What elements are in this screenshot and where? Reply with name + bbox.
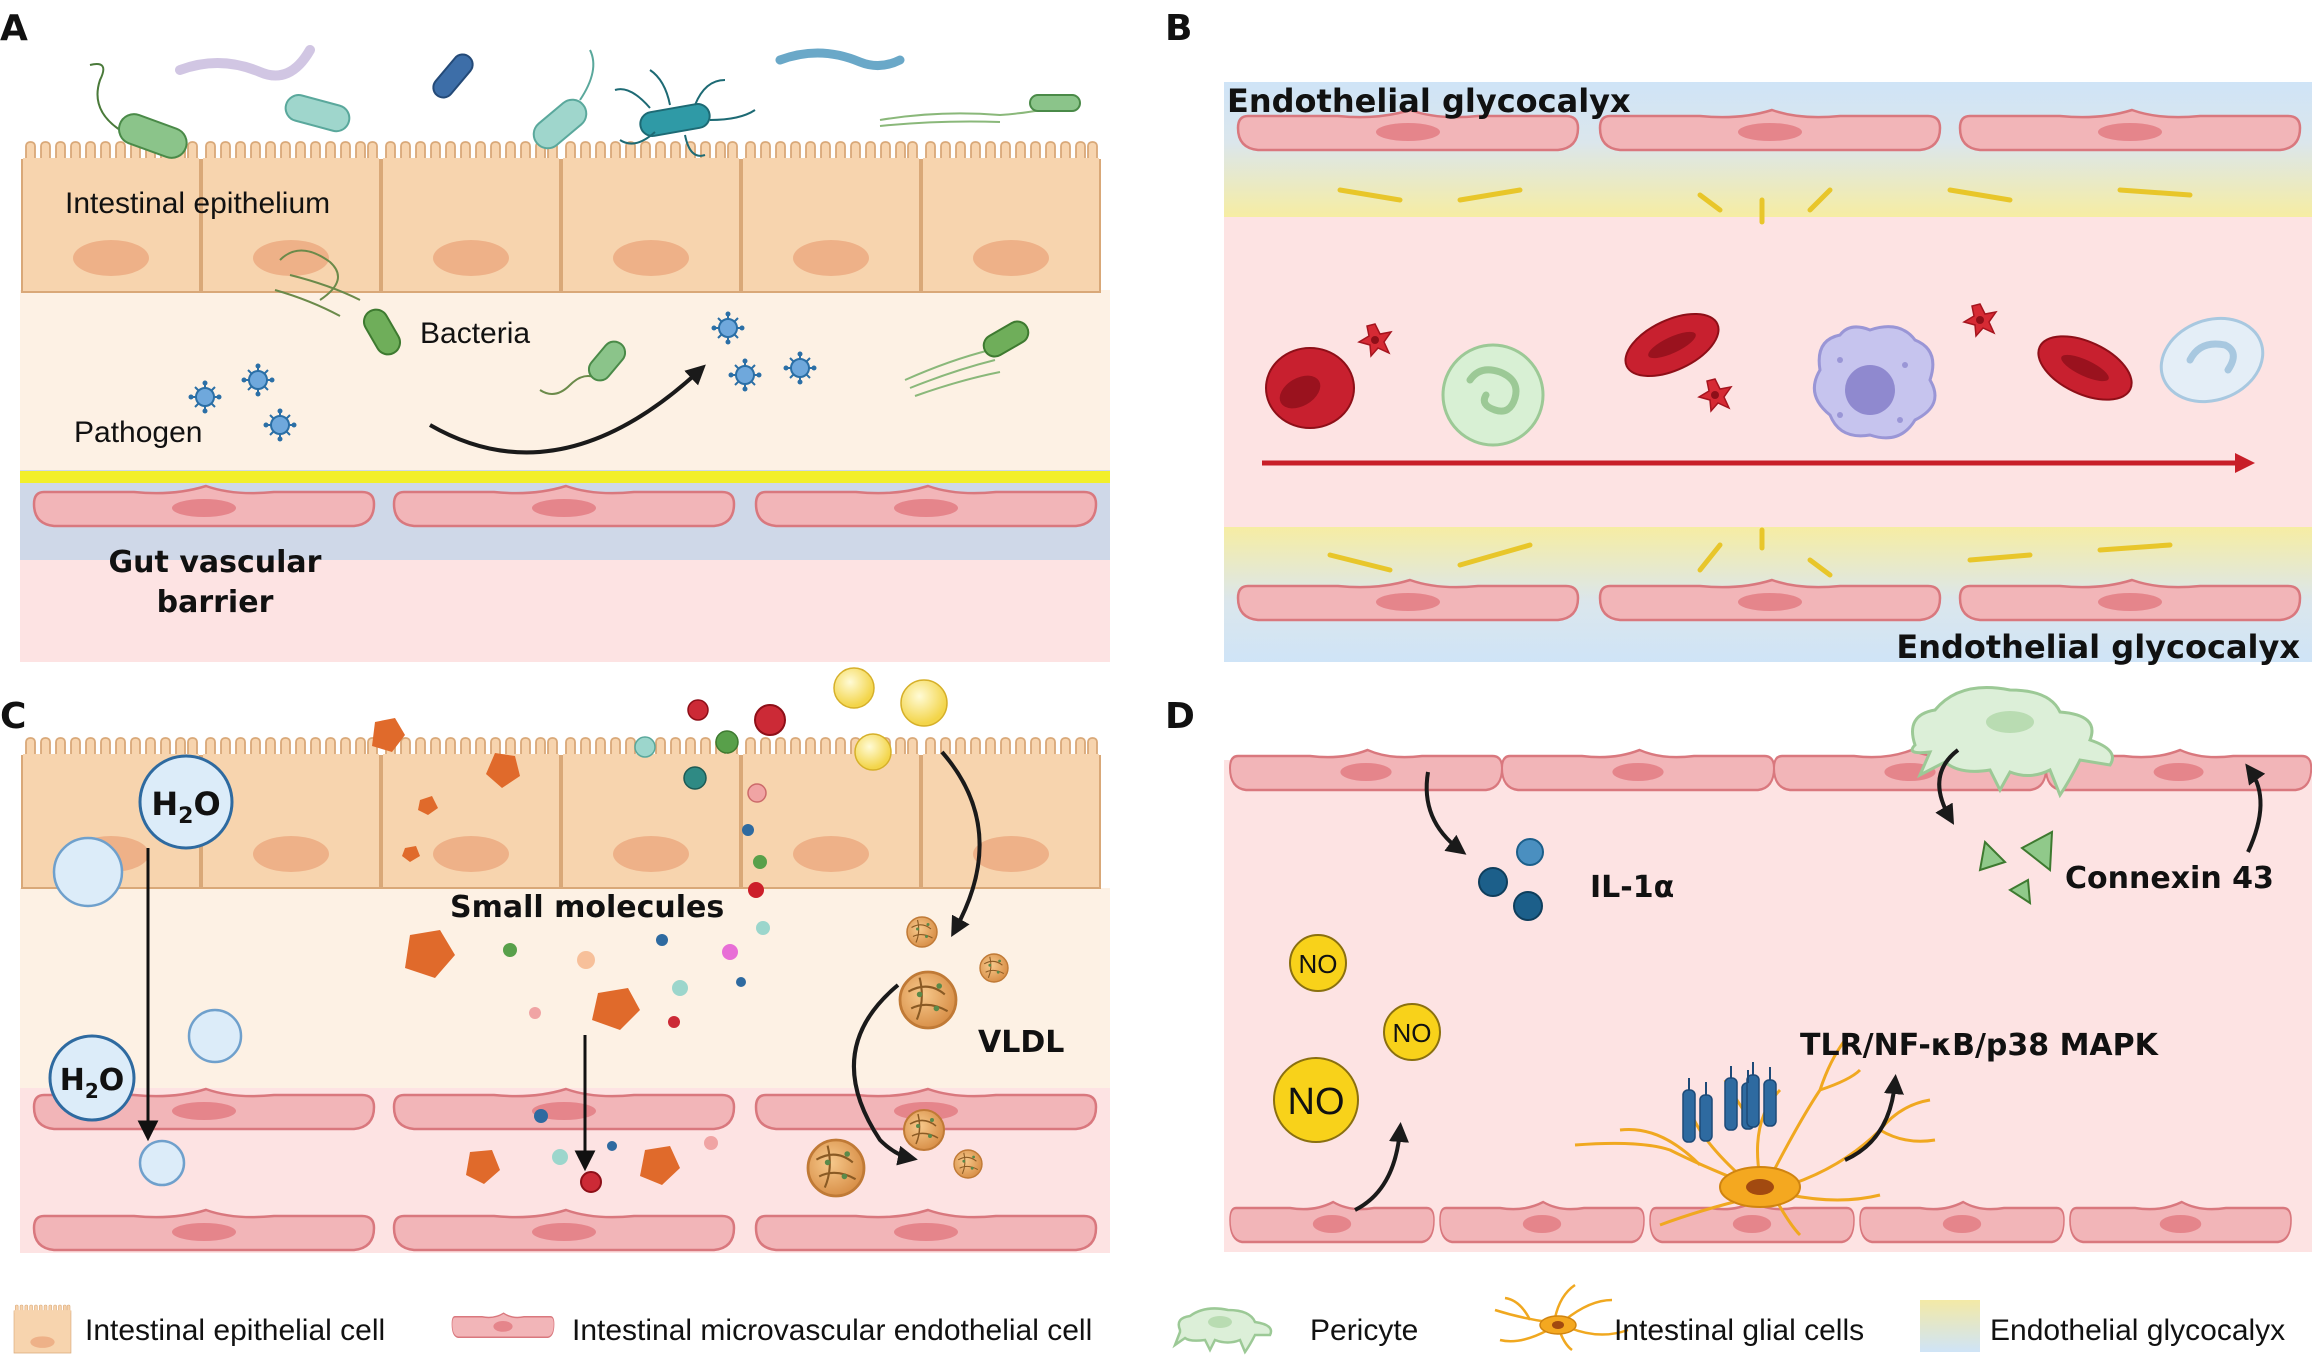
pericyte-arrow-down [1935,748,1960,825]
legend-item-epithelial: Intestinal epithelial cell [13,1304,385,1354]
neutrophil [1441,343,1545,447]
barrier-line [20,471,1110,483]
endothelial-layer-d-bottom [1228,1200,2293,1244]
legend-label-pericyte: Pericyte [1310,1314,1418,1347]
lipid-arrow [940,750,982,938]
water-molecules [52,836,243,1187]
h2o-bottom-sub: 2 [85,1079,99,1103]
pericyte-arrow-up [2245,763,2266,853]
tlr-label: TLR/NF-κB/p38 MAPK [1800,1028,2160,1063]
glial-cell-icon [1494,1283,1629,1352]
glycocalyx-strands [1327,187,2193,578]
small-molecules-label: Small molecules [450,890,724,925]
panel-d-letter: D [1165,696,1195,737]
flagellated-bacterium [614,69,756,157]
red-blood-cell [1265,347,1355,429]
h2o-top-h: H [151,785,178,823]
legend-item-endothelial: Intestinal microvascular endothelial cel… [451,1312,1092,1347]
legend: Intestinal epithelial cell Intestinal mi… [13,1283,2285,1355]
endothelial-layer-a [32,484,1098,528]
h2o-bottom-o: O [99,1063,125,1098]
pathogen-label: Pathogen [74,416,202,449]
barrier-label-line1: Gut vascular [109,545,322,580]
legend-label-epithelial: Intestinal epithelial cell [85,1314,385,1347]
no-label-3: NO [1288,1081,1345,1123]
no-label-1: NO [1299,949,1338,979]
bacteria-label: Bacteria [420,317,530,350]
endothelial-layer-c-bottom [32,1208,1098,1252]
connexin-triangles [1978,830,2054,905]
svg-text:H2O: H2O [151,785,220,829]
tlr-arrow [1844,1074,1904,1162]
lymphocyte [2159,316,2265,404]
panel-a: A [0,8,1110,662]
endothelial-layer-b-bottom [1236,578,2302,622]
legend-label-endothelial: Intestinal microvascular endothelial cel… [572,1314,1092,1347]
h2o-top-sub: 2 [178,804,193,829]
small-molecule-pentagons [372,718,680,1185]
pericyte [1910,686,2114,799]
no-molecule-small-1: NO [1289,934,1347,992]
il1a-arrow [1424,771,1467,855]
svg-text:H2O: H2O [60,1063,125,1103]
h2o-bottom: H2O [48,1034,136,1122]
legend-label-glial: Intestinal glial cells [1614,1314,1864,1347]
panel-a-letter: A [0,8,28,49]
epithelium-label: Intestinal epithelium [65,187,330,220]
glycocalyx-bottom-label: Endothelial glycocalyx [1896,628,2300,666]
pericyte-icon [1172,1307,1273,1355]
invasion-arrow [429,364,706,455]
il1a-label: IL-1α [1590,870,1674,905]
small-molecule-dots [503,699,786,1193]
invading-bacteria [274,249,1030,397]
h2o-top-o: O [193,785,220,823]
vessel-lumen-region [20,560,1110,662]
legend-label-glycocalyx: Endothelial glycocalyx [1990,1314,2285,1347]
lipid-droplets [833,667,948,771]
vldl-label: VLDL [978,1025,1064,1060]
panel-b-letter: B [1165,8,1192,49]
red-blood-cell [1624,313,1720,377]
monocyte [1812,325,1937,440]
tlr-receptors [1682,1062,1777,1143]
vldl-arrow [851,983,918,1166]
no-molecule-large: NO [1273,1057,1359,1143]
red-blood-cell [2037,335,2133,401]
connexin-label: Connexin 43 [2065,861,2274,896]
panel-d: D [1165,686,2312,1252]
il1a-molecules [1478,838,1544,921]
bacteria-cluster [89,45,1081,159]
glycocalyx-icon [1920,1300,1980,1352]
panel-b: B [1165,8,2312,666]
barrier-label-line2: barrier [157,585,274,620]
h2o-top: H2O [138,754,234,850]
panel-c-letter: C [0,696,26,737]
endothelial-layer-d-top [1228,748,2312,792]
glycocalyx-top-label: Endothelial glycocalyx [1227,82,1631,120]
h2o-bottom-h: H [60,1063,85,1098]
panel-c: C H2O [0,667,1110,1253]
no-arrow [1354,1122,1409,1212]
no-molecule-small-2: NO [1383,1003,1441,1061]
no-label-2: NO [1393,1018,1432,1048]
